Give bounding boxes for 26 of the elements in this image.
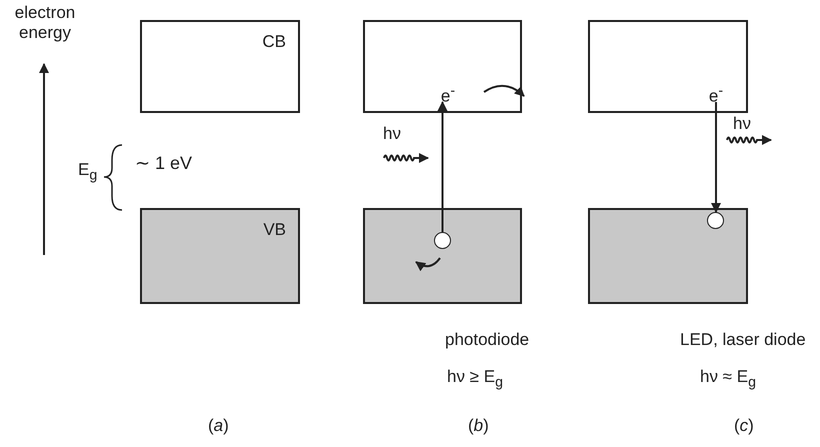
condition-label: hν ≥ E$_{g}$: [447, 367, 503, 390]
device-label: photodiode: [445, 330, 530, 350]
electron-label: e$^{-}$: [437, 80, 459, 102]
band-label: VB: [263, 220, 286, 240]
band-box: [363, 20, 522, 113]
band-box: [588, 20, 748, 113]
band-box: [363, 208, 522, 304]
photon-label: hν: [733, 114, 751, 134]
panel-label: (a): [208, 416, 229, 436]
hole-circle: [434, 232, 451, 249]
band-box: [140, 20, 300, 113]
energy-value: ∼ 1 eV: [135, 152, 192, 174]
device-label: LED, laser diode: [680, 330, 806, 350]
electron-label: e$^{-}$: [705, 80, 727, 102]
energy-label: E$_{g}$: [78, 160, 98, 184]
condition-label: hν ≈ E$_{g}$: [700, 367, 756, 390]
transition-arrow: [711, 102, 721, 213]
photon-label: hν: [383, 124, 401, 144]
band-box: [140, 208, 300, 304]
hole-circle: [707, 212, 724, 229]
band-box: [588, 208, 748, 304]
panel-label: (c): [734, 416, 754, 436]
transition-arrow: [438, 101, 448, 232]
band-label: CB: [262, 32, 286, 52]
axis-label: electron energy: [14, 3, 76, 43]
panel-label: (b): [468, 416, 489, 436]
